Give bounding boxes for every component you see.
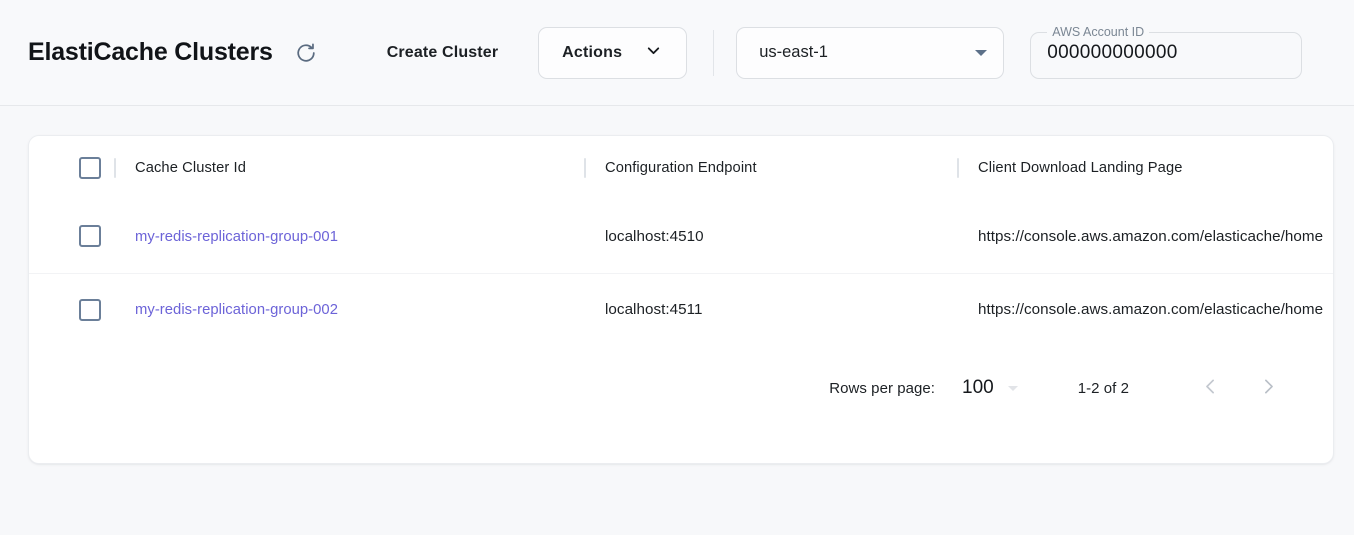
- previous-page-button[interactable]: [1189, 367, 1231, 409]
- column-header-client-download-landing-page[interactable]: Client Download Landing Page: [978, 136, 1333, 200]
- table-row[interactable]: my-redis-replication-group-002 localhost…: [29, 273, 1333, 346]
- table-header-row: Cache Cluster Id Configuration Endpoint …: [29, 136, 1333, 200]
- content-area: Cache Cluster Id Configuration Endpoint …: [0, 106, 1354, 535]
- cell-configuration-endpoint: localhost:4511: [605, 301, 703, 319]
- cell-cache-cluster-id: my-redis-replication-group-002: [135, 273, 605, 346]
- region-select[interactable]: us-east-1: [736, 26, 1005, 79]
- cell-client-download-landing-page: https://console.aws.amazon.com/elasticac…: [978, 200, 1333, 273]
- aws-account-id-field[interactable]: AWS Account ID 000000000000: [1030, 26, 1303, 79]
- actions-button[interactable]: Actions: [538, 26, 688, 79]
- rows-per-page-select[interactable]: 100: [962, 377, 1018, 399]
- cell-client-download-landing-page: https://console.aws.amazon.com/elasticac…: [978, 273, 1333, 346]
- pagination-range-label: 1-2 of 2: [1077, 379, 1129, 397]
- row-select-cell: [29, 273, 135, 346]
- row-checkbox[interactable]: [79, 225, 101, 248]
- rows-per-page-label: Rows per page:: [829, 379, 936, 397]
- page-title: ElastiCache Clusters: [28, 38, 273, 66]
- chevron-right-icon: [1258, 376, 1279, 400]
- region-select-value: us-east-1: [759, 43, 828, 61]
- rows-per-page-value: 100: [962, 377, 994, 398]
- table-body: my-redis-replication-group-001 localhost…: [29, 200, 1333, 346]
- header-divider: [713, 29, 715, 76]
- triangle-down-icon: [1007, 385, 1018, 391]
- select-all-checkbox[interactable]: [79, 157, 101, 179]
- cell-cache-cluster-id: my-redis-replication-group-001: [135, 200, 605, 273]
- refresh-icon[interactable]: [289, 36, 323, 70]
- clusters-table: Cache Cluster Id Configuration Endpoint …: [29, 136, 1333, 346]
- pagination-bar: Rows per page: 100 1-2 of 2: [29, 346, 1333, 430]
- landing-page-url: https://console.aws.amazon.com/elasticac…: [978, 301, 1324, 319]
- app-header: ElastiCache Clusters Create Cluster Acti…: [0, 0, 1354, 106]
- clusters-card: Cache Cluster Id Configuration Endpoint …: [28, 135, 1334, 464]
- cluster-id-link[interactable]: my-redis-replication-group-001: [135, 228, 338, 245]
- table-head: Cache Cluster Id Configuration Endpoint …: [29, 136, 1333, 200]
- table-row[interactable]: my-redis-replication-group-001 localhost…: [29, 200, 1333, 273]
- chevron-down-icon: [644, 41, 663, 65]
- chevron-left-icon: [1200, 376, 1221, 400]
- row-checkbox[interactable]: [79, 298, 101, 321]
- next-page-button[interactable]: [1247, 367, 1289, 409]
- triangle-down-icon: [975, 49, 988, 56]
- cluster-id-link[interactable]: my-redis-replication-group-002: [135, 302, 338, 319]
- landing-page-url: https://console.aws.amazon.com/elasticac…: [978, 227, 1324, 245]
- actions-button-label: Actions: [562, 43, 623, 61]
- create-cluster-button[interactable]: Create Cluster: [381, 36, 504, 70]
- select-all-cell: [29, 136, 135, 200]
- row-select-cell: [29, 200, 135, 273]
- aws-account-id-value[interactable]: 000000000000: [1047, 41, 1178, 63]
- column-header-configuration-endpoint[interactable]: Configuration Endpoint: [605, 136, 978, 200]
- cell-configuration-endpoint: localhost:4510: [605, 227, 704, 245]
- column-header-cache-cluster-id[interactable]: Cache Cluster Id: [135, 136, 605, 200]
